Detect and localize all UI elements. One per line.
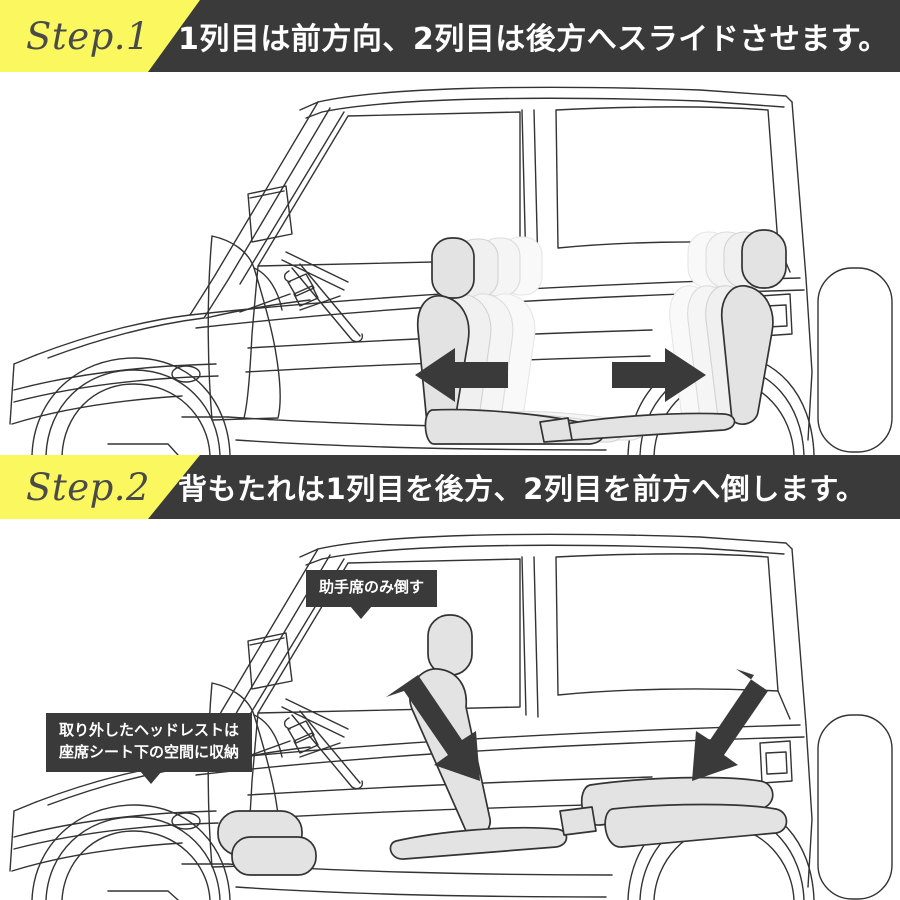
rear-seat-folded	[559, 776, 788, 848]
step-1-illustration: .ln { fill:none; stroke:#333; stroke-wid…	[0, 72, 900, 455]
front-seat-slide-arrow	[415, 348, 508, 402]
callout-tail-icon	[350, 605, 372, 619]
headrest-storage-callout-line-2: 座席シート下の空間に収納	[59, 742, 240, 761]
spare-tire	[817, 714, 893, 900]
step-1-title: 1列目は前方向、2列目は後方へスライドさせます。	[178, 22, 889, 57]
step-2-header-bar: Step.2 背もたれは1列目を後方、2列目を前方へ倒します。	[0, 455, 900, 519]
spare-tire	[817, 267, 893, 453]
front-seatback-fold-arrow	[386, 675, 480, 781]
step-2-badge-label: Step.2	[26, 465, 151, 509]
front-door-panel	[207, 235, 283, 421]
dashboard-and-steering	[205, 251, 364, 343]
step-1-header-bar: Step.1 1列目は前方向、2列目は後方へスライドさせます。	[0, 0, 900, 72]
sun-visor	[247, 632, 293, 690]
step-1-badge: Step.1	[0, 0, 200, 72]
step-2-badge: Step.2	[0, 455, 200, 519]
sun-visor	[247, 185, 293, 243]
headrest-storage-callout-line-1: 取り外したヘッドレストは	[59, 721, 240, 739]
front-seat-reclined	[389, 614, 568, 860]
vehicle-body-outline	[9, 86, 793, 455]
callout-tail-icon	[140, 770, 162, 784]
passenger-seat-callout: 助手席のみ倒す	[306, 570, 438, 619]
rear-seat-slide-arrow	[612, 348, 706, 402]
rear-seatback-fold-arrow	[692, 669, 768, 781]
stored-headrests	[217, 810, 317, 876]
rear-seat	[539, 229, 787, 443]
step-2-illustration: .l2 { fill:none; stroke:#333; stroke-wid…	[0, 519, 900, 900]
passenger-seat-callout-line-1: 助手席のみ倒す	[319, 578, 425, 596]
headrest-storage-callout: 取り外したヘッドレストは 座席シート下の空間に収納	[46, 713, 253, 784]
step-1-badge-label: Step.1	[26, 14, 151, 58]
step-2-title: 背もたれは1列目を後方、2列目を前方へ倒します。	[178, 472, 866, 506]
